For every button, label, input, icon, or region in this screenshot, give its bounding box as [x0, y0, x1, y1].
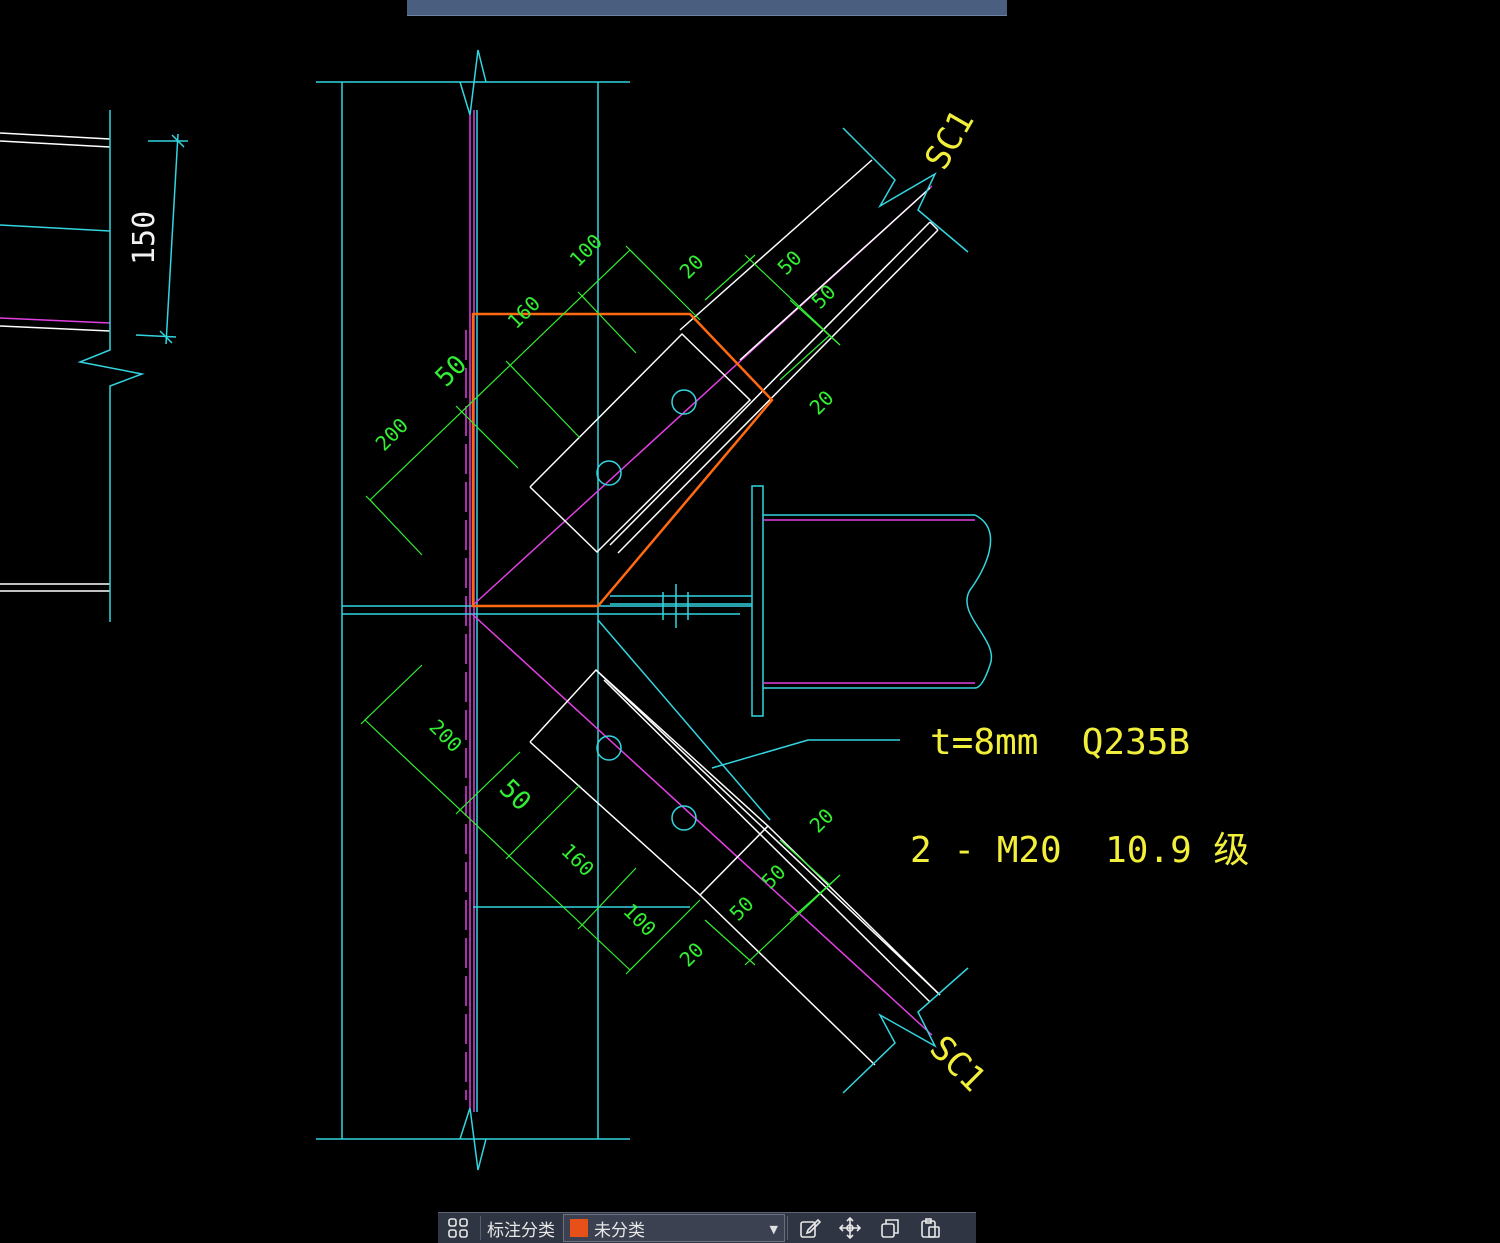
- chevron-down-icon: ▼: [769, 1223, 778, 1236]
- dim-upper-50c: 50: [807, 280, 841, 314]
- upper-dimension-labels: 100 160 50 200 20 50 50 20: [371, 229, 841, 456]
- dim-lower-200: 200: [424, 715, 467, 758]
- move-icon[interactable]: [830, 1213, 870, 1243]
- dim-upper-20b: 20: [805, 386, 839, 420]
- brace-tag-top: SC1: [917, 103, 982, 176]
- lower-dimensions: [360, 664, 841, 975]
- lower-brace: [471, 613, 969, 1094]
- dim-lower-20a: 20: [675, 938, 709, 972]
- dim-lower-50: 50: [493, 774, 536, 817]
- upper-gusset-plate: [471, 312, 774, 608]
- upper-dimensions: [365, 245, 841, 556]
- dim-upper-160: 160: [503, 291, 546, 334]
- toolbar-separator: [480, 1216, 481, 1240]
- column: [316, 49, 752, 1171]
- lower-dimension-labels: 200 50 160 100 20 50 50 20: [424, 715, 838, 972]
- copy-icon[interactable]: [870, 1213, 910, 1243]
- dim-lower-20b: 20: [805, 804, 839, 838]
- category-color-swatch: [570, 1219, 588, 1237]
- dim-upper-20a: 20: [675, 250, 709, 284]
- annotation-toolbar: 标注分类 未分类 ▼: [438, 1212, 976, 1243]
- bolt-spec-text: 2 - M20 10.9 级: [910, 830, 1249, 871]
- plate-spec-leader: [711, 739, 900, 769]
- dim-upper-200: 200: [371, 413, 414, 456]
- grid-group-icon[interactable]: [438, 1213, 478, 1243]
- dim-upper-100: 100: [565, 229, 608, 272]
- plate-spec-text: t=8mm Q235B: [930, 722, 1190, 763]
- dim-lower-50b: 50: [725, 892, 759, 926]
- window-title-strip: [407, 0, 1007, 16]
- beam: [610, 485, 993, 717]
- edit-icon[interactable]: [790, 1213, 830, 1243]
- dim-upper-50b: 50: [773, 246, 807, 280]
- left-dimension-text: 150: [127, 211, 162, 265]
- dim-lower-160: 160: [556, 839, 599, 882]
- paste-icon[interactable]: [910, 1213, 950, 1243]
- upper-brace: [471, 127, 969, 607]
- left-partial-member: [0, 110, 188, 622]
- toolbar-separator: [787, 1216, 788, 1240]
- category-value: 未分类: [594, 1220, 645, 1241]
- brace-tag-bottom: SC1: [922, 1028, 994, 1100]
- dim-lower-100: 100: [618, 899, 661, 942]
- category-label: 标注分类: [487, 1220, 555, 1241]
- category-dropdown[interactable]: 未分类 ▼: [563, 1214, 785, 1242]
- dim-lower-50c: 50: [757, 860, 791, 894]
